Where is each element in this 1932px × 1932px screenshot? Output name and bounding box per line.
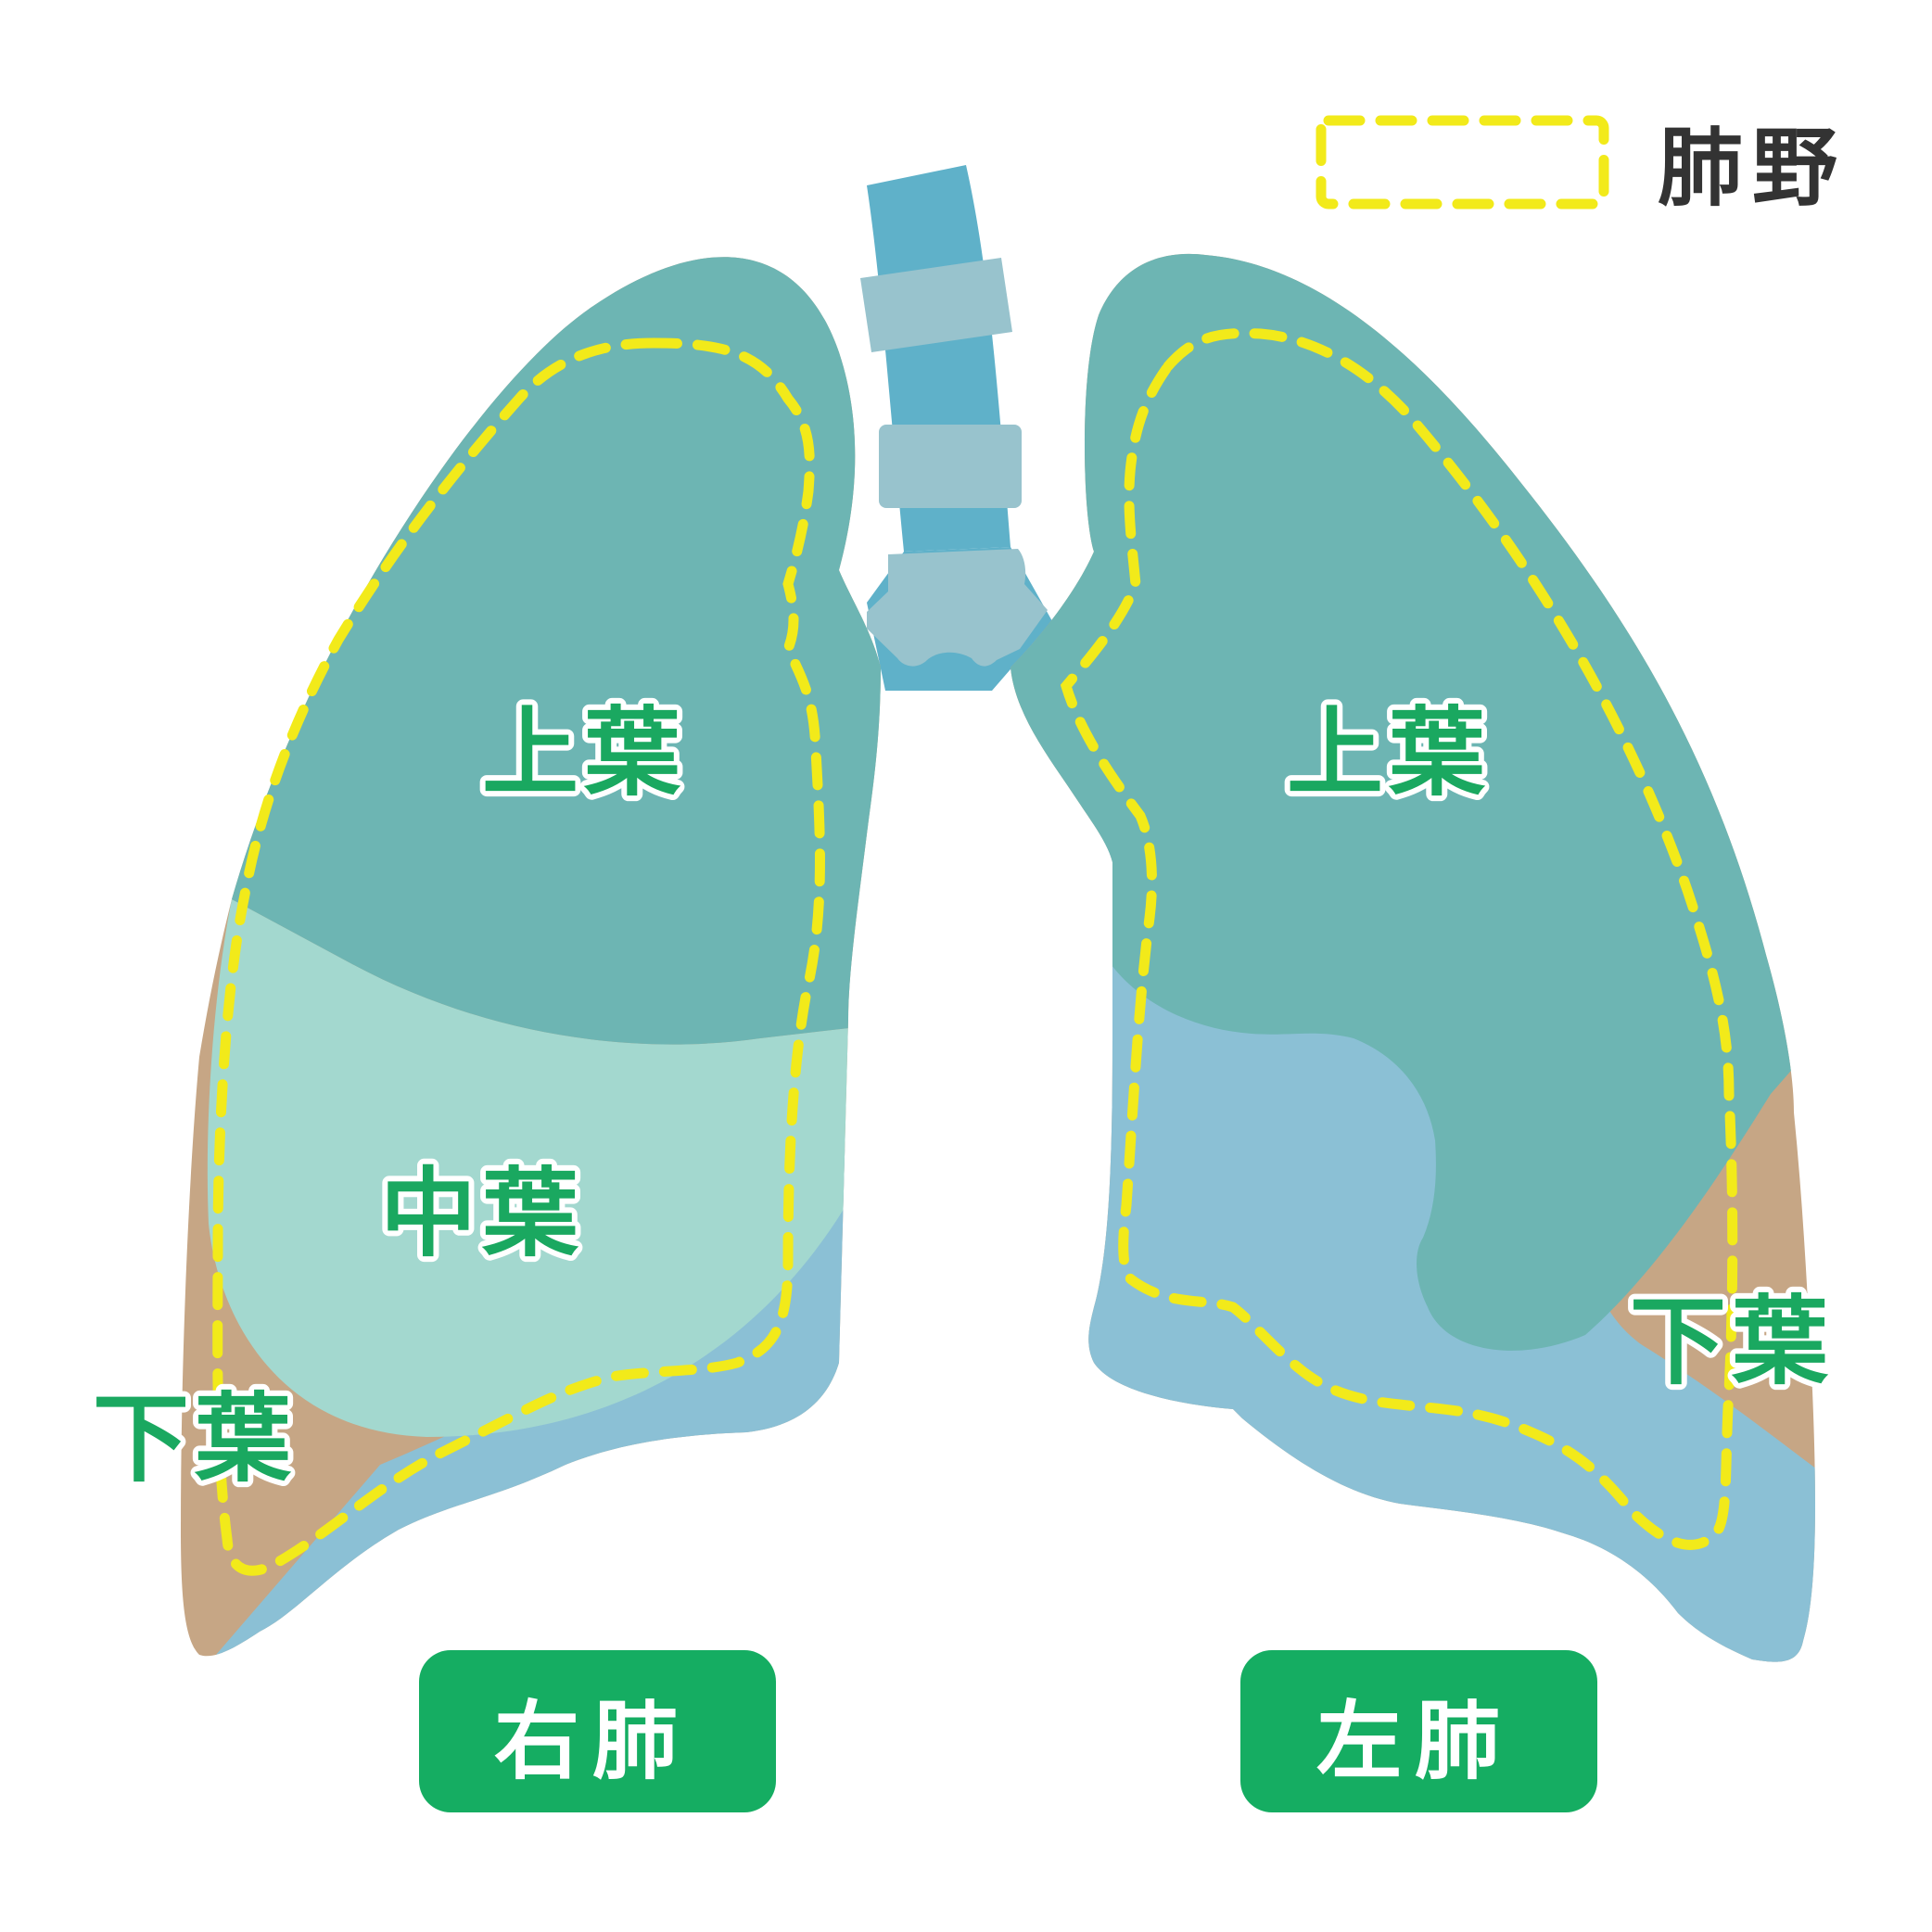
right-lung [181, 257, 881, 1657]
right-lung-name: 右肺 [494, 1692, 691, 1791]
legend-dashed-box-icon [1316, 115, 1609, 210]
legend-label: 肺野 [1658, 119, 1847, 218]
right-lung-field-outline [212, 337, 825, 1576]
cartilage-rings [860, 258, 1048, 667]
left-lung-badge: 左肺 [1240, 1650, 1597, 1812]
left-upper-lobe-label: 上葉 [1287, 696, 1491, 809]
right-lower-lobe-label: 下葉 [93, 1382, 297, 1495]
right-lung-badge: 右肺 [419, 1650, 776, 1812]
right-middle-lobe-label: 中葉 [380, 1157, 584, 1270]
left-lower-lobe-label: 下葉 [1630, 1285, 1834, 1398]
left-lung-field-outline [1060, 327, 1738, 1550]
right-middle-lobe [207, 899, 881, 1437]
legend: 肺野 [1316, 115, 1847, 218]
right-upper-lobe-label: 上葉 [482, 696, 686, 809]
left-lung-name: 左肺 [1316, 1692, 1513, 1791]
